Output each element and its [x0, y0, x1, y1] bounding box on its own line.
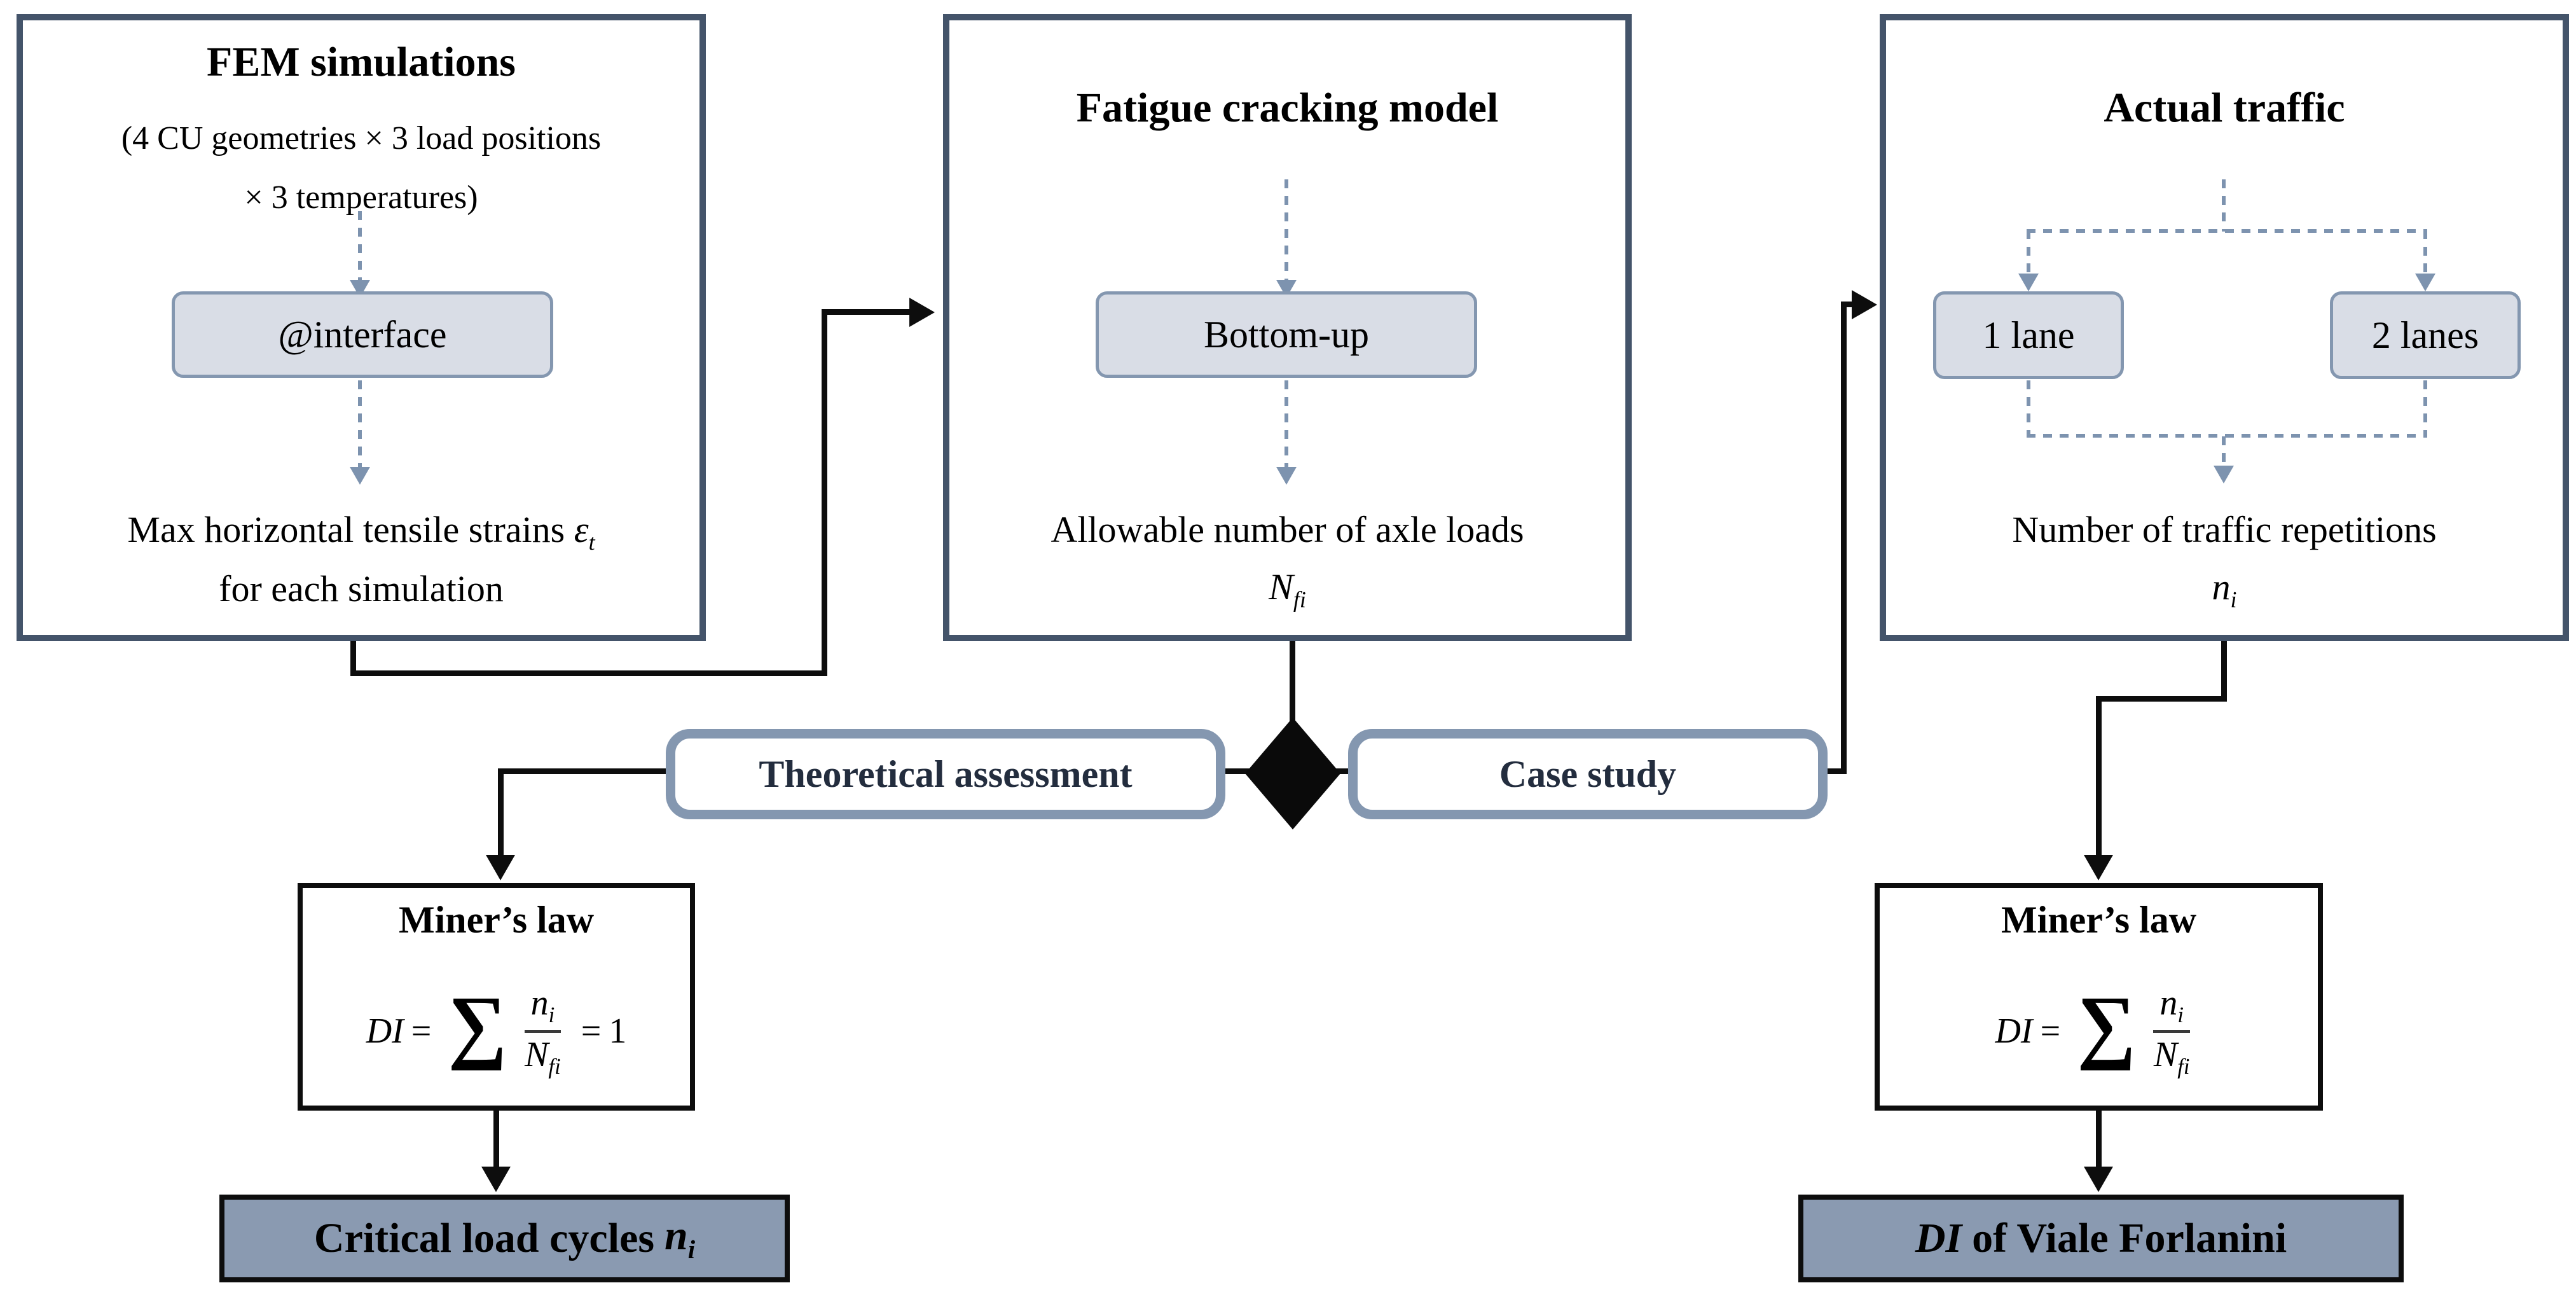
fatigue-result-text: Allowable number of axle loads Nfi: [949, 501, 1625, 618]
connector-traffic-to-miner: [2096, 696, 2102, 857]
fem-box-title: FEM simulations: [207, 39, 516, 85]
traffic-result-text: Number of traffic repetitions ni: [1886, 501, 2563, 618]
two-lanes-node-label: 2 lanes: [2371, 314, 2479, 356]
dotted-line: [2423, 380, 2427, 438]
dotted-line: [2027, 380, 2030, 438]
fem-subtitle-line1: (4 CU geometries × 3 load positions: [121, 120, 602, 156]
arrow-down-icon: [2084, 855, 2113, 880]
fraction: ni Nfi: [524, 983, 561, 1079]
arrow-down-icon: [2084, 1167, 2113, 1192]
dotted-arrow-down-icon: [2415, 274, 2435, 291]
one-lane-node: 1 lane: [1933, 291, 2124, 379]
dotted-line: [1285, 380, 1288, 469]
dotted-line: [2222, 436, 2226, 468]
diamond-junction: [1245, 718, 1340, 829]
critical-load-cycles-box: Critical load cycles ni: [219, 1195, 790, 1282]
dotted-line: [358, 211, 362, 281]
dotted-line: [1285, 179, 1288, 281]
miner-law-title: Miner’s law: [398, 899, 595, 941]
dotted-arrow-down-icon: [1276, 467, 1297, 485]
fem-result-line2: for each simulation: [219, 568, 504, 610]
traffic-result-line2: ni: [2212, 565, 2237, 613]
dotted-arrow-down-icon: [350, 467, 370, 485]
connector-fem-to-fatigue: [822, 309, 827, 676]
fatigue-model-box: Fatigue cracking model Bottom-up Allowab…: [943, 14, 1632, 641]
actual-traffic-box: Actual traffic 1 lane 2 lanes Number of …: [1880, 14, 2569, 641]
one-lane-node-label: 1 lane: [1982, 314, 2075, 356]
fatigue-result-line1: Allowable number of axle loads: [1050, 509, 1524, 550]
connector-traffic-to-miner: [2096, 696, 2227, 702]
sum-icon: ∑: [448, 980, 507, 1071]
connector-fem-to-fatigue: [350, 670, 827, 676]
dotted-line: [358, 380, 362, 469]
fem-result-line1: Max horizontal tensile strains εt: [127, 509, 595, 555]
interface-node: @interface: [172, 291, 553, 378]
dotted-arrow-down-icon: [2018, 274, 2039, 291]
theoretical-assessment-pill: Theoretical assessment: [666, 729, 1225, 819]
case-study-pill: Case study: [1348, 729, 1828, 819]
two-lanes-node: 2 lanes: [2330, 291, 2521, 379]
miner-law-formula: DI = ∑ ni Nfi = 1: [366, 980, 627, 1079]
sum-icon: ∑: [2077, 980, 2136, 1071]
fem-box-subtitle: (4 CU geometries × 3 load positions × 3 …: [23, 98, 699, 216]
di-viale-forlanini-label: of Viale Forlanini: [1972, 1215, 2287, 1261]
connector-miner-to-output-left: [493, 1111, 499, 1169]
di-symbol: DI: [1915, 1215, 1962, 1261]
traffic-result-line1: Number of traffic repetitions: [2012, 509, 2437, 550]
connector-theoretical-to-miner: [498, 768, 504, 857]
theoretical-assessment-label: Theoretical assessment: [759, 752, 1133, 795]
di-viale-forlanini-box: DI of Viale Forlanini: [1798, 1195, 2404, 1282]
dotted-line: [2027, 434, 2427, 438]
connector-case-to-traffic: [1841, 302, 1847, 774]
fatigue-result-line2: Nfi: [1269, 565, 1306, 613]
connector-case-to-traffic: [1826, 768, 1847, 774]
dotted-line: [2222, 179, 2226, 232]
fraction: ni Nfi: [2153, 983, 2191, 1079]
bottom-up-node: Bottom-up: [1096, 291, 1477, 378]
critical-load-cycles-label: Critical load cycles: [313, 1215, 655, 1261]
interface-node-label: @interface: [278, 313, 447, 356]
fem-simulations-box: FEM simulations (4 CU geometries × 3 loa…: [17, 14, 706, 641]
arrow-down-icon: [481, 1167, 511, 1192]
arrow-right-icon: [909, 298, 935, 327]
traffic-box-title: Actual traffic: [2104, 85, 2345, 131]
dotted-line: [2423, 230, 2427, 276]
miner-law-title: Miner’s law: [2001, 899, 2197, 941]
connector-traffic-to-miner: [2221, 641, 2227, 702]
bottom-up-node-label: Bottom-up: [1203, 313, 1369, 356]
miner-law-formula: DI = ∑ ni Nfi: [1880, 957, 2318, 1106]
dotted-line: [2027, 230, 2030, 276]
miner-law-box-left: Miner’s law DI = ∑ ni Nfi = 1: [298, 883, 695, 1111]
connector-case-to-traffic: [1841, 302, 1855, 307]
miner-law-box-right: Miner’s law DI = ∑ ni Nfi: [1875, 883, 2323, 1111]
connector-fatigue-to-diamond: [1290, 641, 1295, 727]
connector-fem-to-fatigue: [822, 309, 912, 315]
connector-theoretical-to-miner: [498, 768, 667, 774]
arrow-down-icon: [486, 855, 515, 880]
dotted-arrow-down-icon: [2214, 466, 2234, 483]
fatigue-box-title: Fatigue cracking model: [1076, 85, 1499, 131]
fem-subtitle-line2: × 3 temperatures): [244, 179, 478, 216]
connector-miner-to-output-right: [2096, 1111, 2102, 1169]
connector-fem-to-fatigue: [350, 641, 356, 676]
critical-load-cycles-symbol: ni: [665, 1212, 696, 1265]
case-study-label: Case study: [1499, 752, 1677, 795]
dotted-line: [2027, 229, 2427, 233]
fem-result-text: Max horizontal tensile strains εt for ea…: [23, 501, 699, 618]
arrow-right-icon: [1852, 290, 1877, 319]
